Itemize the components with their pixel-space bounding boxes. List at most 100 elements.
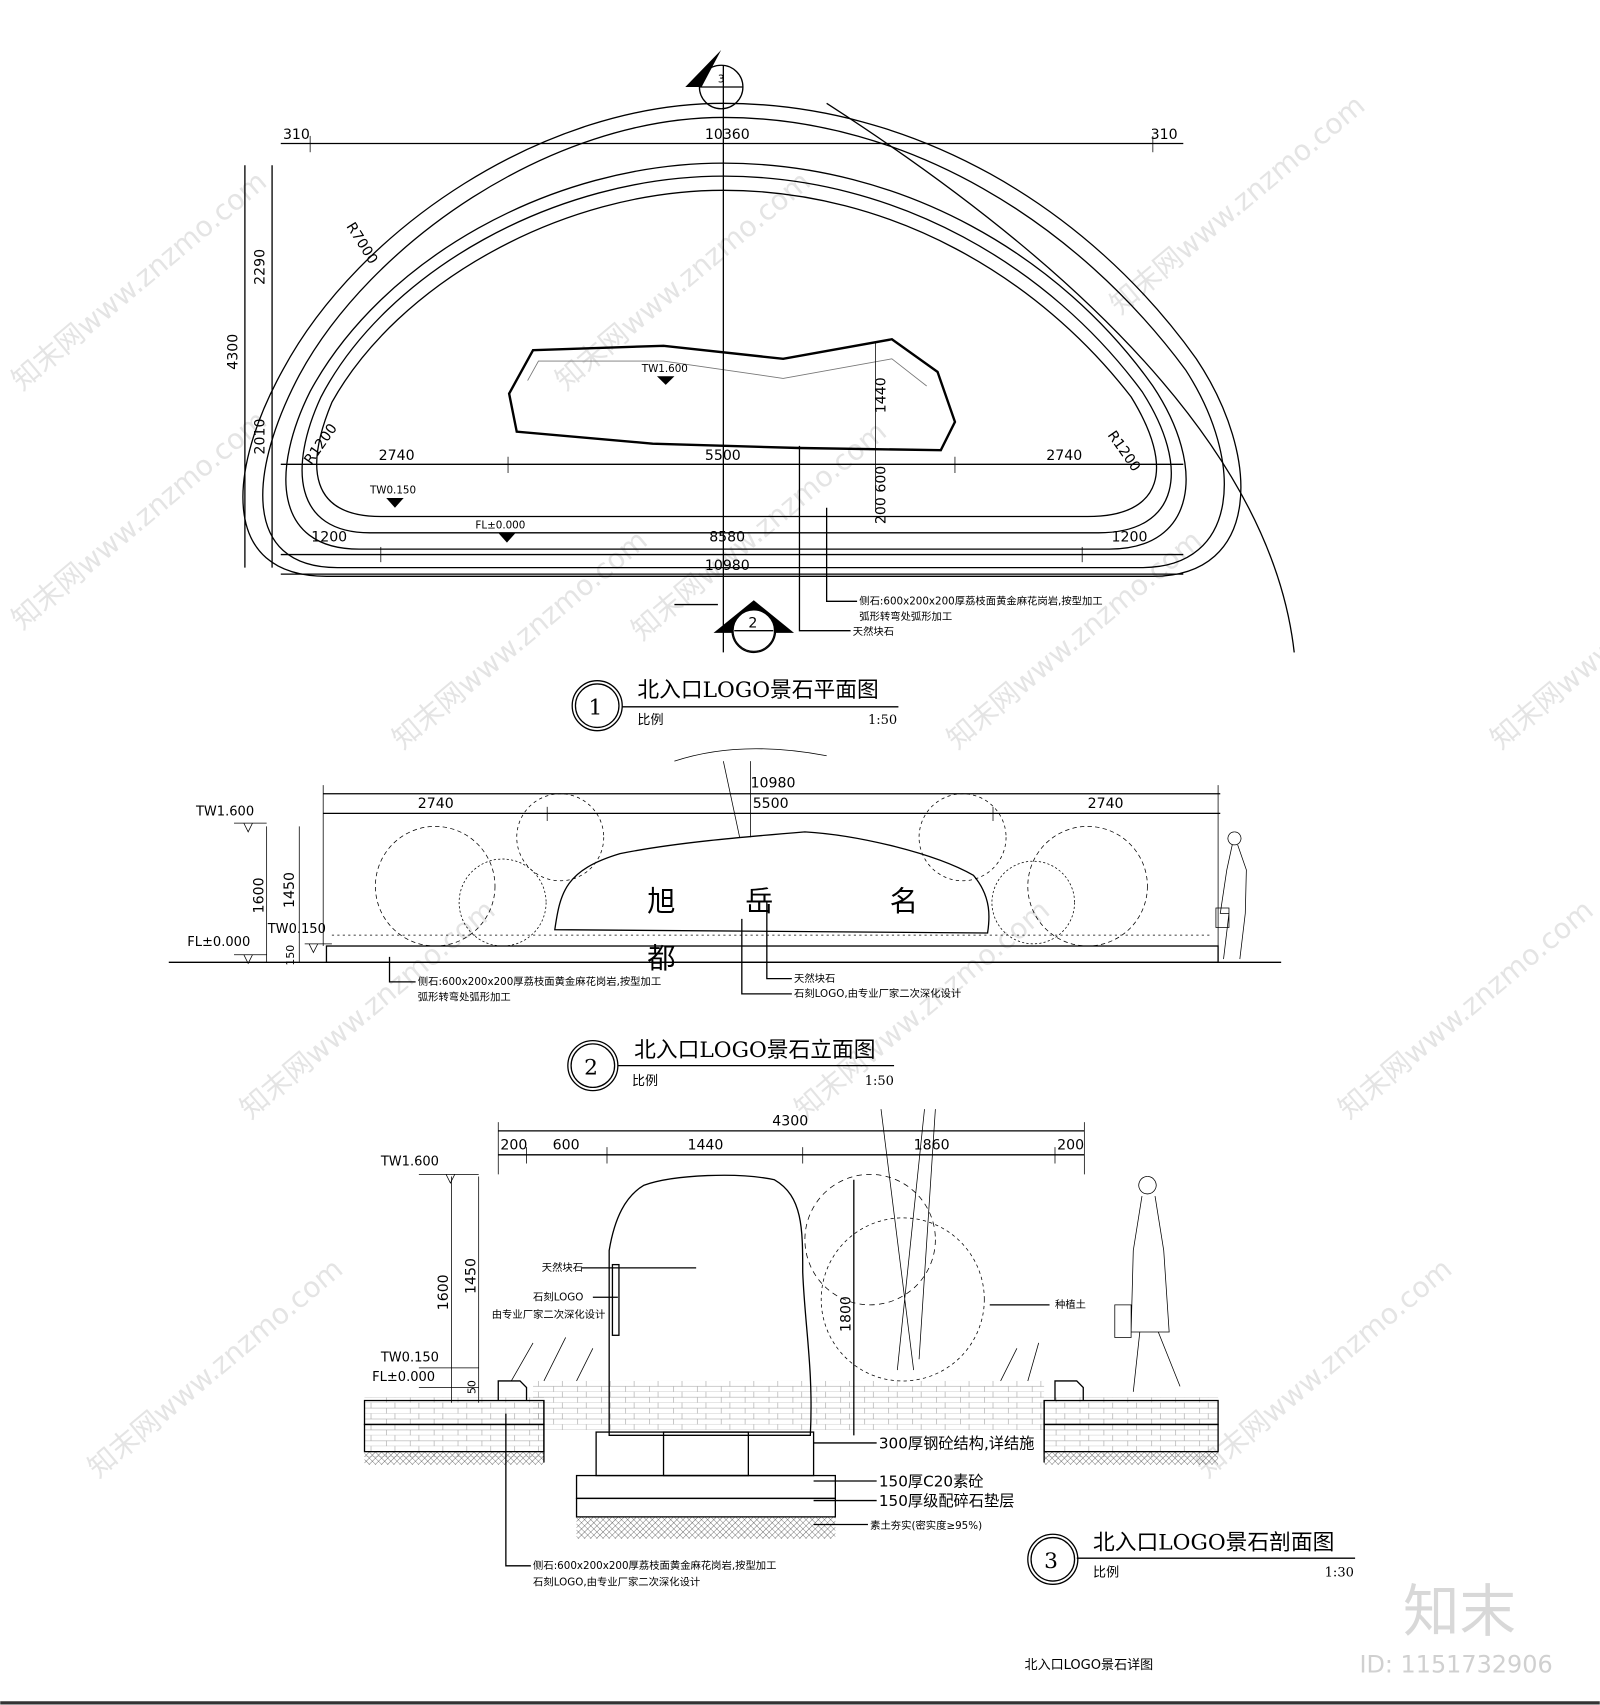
elevation-title: 2 北入口LOGO景石立面图 比例 1:50 (567, 1038, 895, 1092)
svg-text:1:50: 1:50 (865, 1074, 894, 1089)
svg-text:FL±0.000: FL±0.000 (475, 519, 525, 531)
svg-text:2290: 2290 (252, 249, 268, 285)
svg-text:2740: 2740 (379, 448, 415, 464)
image-id: ID: 1151732906 (1359, 1650, 1552, 1678)
svg-text:3: 3 (1044, 1549, 1058, 1574)
svg-text:天然块石: 天然块石 (853, 625, 894, 638)
svg-text:FL±0.000: FL±0.000 (372, 1370, 435, 1385)
svg-text:1200: 1200 (1112, 530, 1148, 546)
svg-text:1450: 1450 (463, 1258, 479, 1294)
svg-text:200: 200 (1057, 1137, 1084, 1153)
svg-text:比例: 比例 (632, 1074, 658, 1089)
plan-outer-outline (242, 102, 1242, 577)
svg-text:1450: 1450 (282, 872, 298, 908)
svg-text:TW0.150: TW0.150 (380, 1350, 439, 1365)
person-figure (1114, 1176, 1181, 1392)
svg-text:1: 1 (589, 695, 603, 720)
svg-text:知末网www.znzmo.com: 知末网www.znzmo.com (940, 524, 1208, 756)
rock-elevation (554, 831, 990, 934)
svg-text:1440: 1440 (687, 1137, 723, 1153)
plan-view: 310 10360 310 2290 4300 2010 2740 5500 2… (225, 50, 1295, 732)
svg-text:都: 都 (647, 942, 675, 975)
svg-text:北入口LOGO景石平面图: 北入口LOGO景石平面图 (637, 678, 878, 703)
svg-text:比例: 比例 (637, 713, 663, 728)
svg-text:10360: 10360 (705, 127, 750, 143)
elevation-view: 10980 2740 5500 2740 旭 岳 名 都 TW1.600 TW0… (168, 748, 1282, 1092)
svg-text:1600: 1600 (436, 1274, 452, 1310)
svg-text:5500: 5500 (753, 796, 789, 812)
svg-text:150: 150 (284, 945, 297, 966)
svg-text:知末网www.znzmo.com: 知末网www.znzmo.com (81, 1252, 349, 1484)
svg-text:600: 600 (553, 1137, 580, 1153)
svg-text:弧形转弯处弧形加工: 弧形转弯处弧形加工 (418, 990, 511, 1003)
svg-text:R1200: R1200 (301, 421, 340, 468)
svg-text:310: 310 (283, 127, 310, 143)
svg-text:R7000: R7000 (343, 220, 381, 267)
section-view: 4300 200 600 1440 1860 200 (363, 1109, 1356, 1588)
svg-text:R1200: R1200 (1104, 428, 1143, 475)
svg-text:300厚钢砼结构,详结施: 300厚钢砼结构,详结施 (879, 1434, 1035, 1452)
section-title: 3 北入口LOGO景石剖面图 比例 1:30 (1027, 1531, 1356, 1585)
rock-plan (507, 337, 957, 452)
svg-text:2: 2 (748, 615, 757, 631)
section-marker-2[interactable]: 2 (674, 600, 795, 654)
svg-text:种植土: 种植土 (1055, 1298, 1086, 1311)
svg-text:TW1.600: TW1.600 (195, 805, 254, 820)
svg-text:1860: 1860 (914, 1137, 950, 1153)
svg-text:150厚C20素砼: 150厚C20素砼 (879, 1472, 984, 1490)
svg-text:TW1.600: TW1.600 (641, 363, 688, 375)
svg-text:2: 2 (584, 1055, 598, 1080)
svg-text:弧形转弯处弧形加工: 弧形转弯处弧形加工 (859, 610, 952, 623)
svg-text:知末网www.znzmo.com: 知末网www.znzmo.com (5, 404, 273, 636)
svg-text:2740: 2740 (418, 796, 454, 812)
svg-text:10980: 10980 (751, 775, 796, 791)
svg-text:1600: 1600 (251, 877, 267, 913)
svg-text:石刻LOGO,由专业厂家二次深化设计: 石刻LOGO,由专业厂家二次深化设计 (533, 1575, 700, 1588)
svg-text:1:30: 1:30 (1325, 1566, 1354, 1581)
svg-text:10980: 10980 (705, 558, 750, 574)
svg-text:8580: 8580 (709, 530, 745, 546)
svg-text:200 600: 200 600 (873, 466, 889, 524)
svg-text:北入口LOGO景石立面图: 北入口LOGO景石立面图 (634, 1038, 875, 1063)
sheet-title: 北入口LOGO景石详图 (1025, 1658, 1154, 1673)
svg-text:2010: 2010 (252, 419, 268, 455)
svg-text:天然块石: 天然块石 (794, 972, 835, 985)
svg-text:200: 200 (500, 1137, 527, 1153)
svg-text:侧石:600x200x200厚荔枝面黄金麻花岗岩,按型加工: 侧石:600x200x200厚荔枝面黄金麻花岗岩,按型加工 (859, 595, 1102, 608)
section-marker-3[interactable]: 3 (685, 50, 744, 110)
svg-text:石刻LOGO: 石刻LOGO (533, 1290, 583, 1303)
svg-text:TW0.150: TW0.150 (369, 485, 416, 497)
svg-text:2740: 2740 (1046, 448, 1082, 464)
plan-title: 1 北入口LOGO景石平面图 比例 1:50 (571, 678, 899, 732)
svg-text:4300: 4300 (225, 334, 241, 370)
svg-text:2740: 2740 (1088, 796, 1124, 812)
svg-text:知末网www.znzmo.com: 知末网www.znzmo.com (1104, 89, 1372, 321)
svg-text:5500: 5500 (705, 448, 741, 464)
svg-text:知末网www.znzmo.com: 知末网www.znzmo.com (1484, 524, 1600, 756)
svg-text:知末网www.znzmo.com: 知末网www.znzmo.com (1332, 893, 1600, 1125)
svg-text:北入口LOGO景石剖面图: 北入口LOGO景石剖面图 (1093, 1531, 1334, 1556)
svg-text:侧石:600x200x200厚荔枝面黄金麻花岗岩,按型加工: 侧石:600x200x200厚荔枝面黄金麻花岗岩,按型加工 (533, 1559, 776, 1572)
svg-text:1:50: 1:50 (868, 713, 897, 728)
svg-text:名: 名 (890, 885, 918, 918)
svg-text:50: 50 (465, 1380, 478, 1394)
svg-text:4300: 4300 (772, 1113, 808, 1129)
svg-text:石刻LOGO,由专业厂家二次深化设计: 石刻LOGO,由专业厂家二次深化设计 (794, 987, 961, 1000)
svg-text:由专业厂家二次深化设计: 由专业厂家二次深化设计 (492, 1308, 606, 1321)
svg-text:知末网www.znzmo.com: 知末网www.znzmo.com (788, 893, 1056, 1125)
svg-text:1800: 1800 (839, 1296, 855, 1332)
svg-text:岳: 岳 (745, 885, 773, 918)
rock-section (608, 1174, 812, 1436)
svg-text:知末网www.znzmo.com: 知末网www.znzmo.com (1191, 1252, 1459, 1484)
svg-text:素土夯实(密实度≥95%): 素土夯实(密实度≥95%) (870, 1519, 982, 1532)
svg-text:天然块石: 天然块石 (542, 1261, 583, 1274)
svg-text:1200: 1200 (311, 530, 347, 546)
person-figure (1215, 831, 1247, 960)
svg-text:比例: 比例 (1093, 1566, 1119, 1581)
svg-text:侧石:600x200x200厚荔枝面黄金麻花岗岩,按型加工: 侧石:600x200x200厚荔枝面黄金麻花岗岩,按型加工 (418, 975, 661, 988)
svg-text:310: 310 (1151, 127, 1178, 143)
svg-text:1440: 1440 (873, 377, 889, 413)
brand-logo: 知末 (1403, 1580, 1516, 1645)
svg-text:FL±0.000: FL±0.000 (187, 935, 250, 950)
